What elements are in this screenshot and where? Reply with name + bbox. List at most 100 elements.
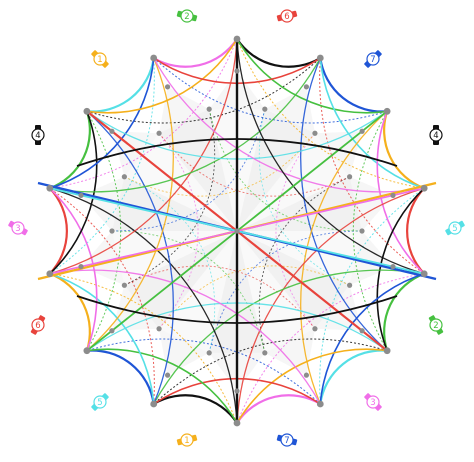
vertex-node (78, 264, 84, 270)
edge-marker-badge (429, 318, 443, 332)
vertex-node (164, 372, 171, 378)
vertex-node (420, 270, 428, 278)
edge-marker-label: 4 (433, 131, 438, 141)
shaded-region (237, 133, 350, 231)
dotted-geodesic (258, 109, 350, 286)
boundary-arc (153, 38, 238, 68)
curved-geodesic (86, 38, 238, 114)
edge-marker: 6 (276, 9, 298, 23)
edge-marker-badge (93, 395, 107, 409)
shaded-region (237, 231, 350, 329)
edge-marker-label: 1 (97, 55, 102, 65)
vertex-node (347, 282, 353, 288)
edge-marker: 3 (364, 393, 382, 411)
dotted-geodesic (158, 132, 199, 330)
dotted-geodesic (111, 230, 266, 353)
curved-geodesic (76, 138, 398, 167)
edge-marker-badge (93, 52, 107, 66)
vertex-node (234, 388, 240, 394)
vertex-node (420, 184, 428, 192)
vertex-node (109, 328, 115, 334)
vertex-node (83, 347, 91, 355)
edge-marker-label: 5 (97, 398, 102, 408)
dotted-geodesic (124, 265, 316, 330)
boundary-arcs (49, 38, 425, 424)
edge-marker: 5 (445, 220, 465, 236)
edge-marker: 2 (176, 9, 198, 23)
vertex-node (46, 270, 54, 278)
edge-marker-label: 6 (35, 321, 40, 331)
dotted-geodesic (158, 265, 350, 330)
edge-marker: 5 (91, 393, 109, 411)
dotted-geodesic (158, 132, 350, 197)
boundary-arc (49, 187, 68, 275)
vertex-node (383, 107, 391, 115)
center-node (234, 228, 240, 234)
dotted-geodesic (124, 109, 216, 286)
curved-geodesic (76, 295, 398, 324)
dotted-geodesic (124, 176, 216, 353)
edge-marker-label: 3 (15, 224, 20, 234)
vertex-node (206, 106, 212, 112)
vertex-node (390, 192, 396, 198)
vertex-node (359, 128, 365, 134)
vertex-node (316, 54, 324, 62)
vertex-node (233, 35, 241, 43)
edge-marker-label: 5 (452, 224, 457, 234)
edge-marker: 1 (176, 433, 198, 447)
edge-marker-badge (180, 433, 194, 447)
curved-geodesic (49, 57, 321, 193)
edge-marker-badge (31, 318, 45, 332)
boundary-arc (49, 272, 91, 352)
edge-marker: 2 (428, 315, 444, 335)
vertex-node (303, 84, 310, 90)
boundary-arc (236, 38, 321, 68)
dotted-geodesic (208, 109, 363, 232)
edge-marker: 7 (364, 50, 382, 68)
shaded-region (124, 133, 237, 231)
edge-marker-label: 4 (35, 131, 40, 141)
boundary-arc (383, 272, 425, 352)
edge-marker-badge (280, 433, 294, 447)
boundary-arc (319, 349, 388, 405)
boundary-arc (236, 394, 321, 424)
vertex-node (109, 228, 115, 234)
edge-marker: 6 (30, 315, 46, 335)
boundary-arc (406, 187, 425, 275)
edge-markers: 1 2 6 7 4 4 3 5 6 2 5 3 1 7 (8, 9, 465, 447)
vertex-node (359, 228, 365, 234)
shaded-region (349, 176, 393, 231)
shaded-region (81, 231, 125, 286)
boundary-arc (86, 57, 155, 113)
edge-marker: 1 (91, 50, 109, 68)
vertex-node (359, 328, 365, 334)
edge-marker-label: 7 (284, 436, 289, 446)
edge-marker: 3 (8, 220, 28, 236)
shaded-region (349, 231, 393, 286)
dotted-geodesic (124, 132, 316, 197)
edge-marker-label: 3 (370, 398, 375, 408)
boundary-arc (49, 110, 91, 190)
vertex-node (78, 192, 84, 198)
shaded-region (81, 176, 125, 231)
edge-marker-badge (429, 128, 443, 142)
edge-marker-label: 1 (184, 436, 189, 446)
edge-marker-badge (366, 395, 380, 409)
vertex-node (46, 184, 54, 192)
curved-geodesic (86, 348, 238, 424)
edge-marker-label: 2 (184, 12, 189, 22)
vertex-node (312, 130, 318, 136)
boundary-arc (383, 110, 425, 190)
vertex-node (109, 128, 115, 134)
boundary-arc (319, 57, 388, 113)
edge-marker: 4 (31, 125, 45, 145)
dotted-geodesic (111, 109, 266, 232)
vertex-node (390, 264, 396, 270)
vertex-node (156, 130, 162, 136)
edge-marker-badge (31, 128, 45, 142)
vertex-node (383, 347, 391, 355)
vertex-node (121, 282, 127, 288)
dotted-geodesic (258, 176, 350, 353)
dotted-geodesic (208, 230, 363, 353)
